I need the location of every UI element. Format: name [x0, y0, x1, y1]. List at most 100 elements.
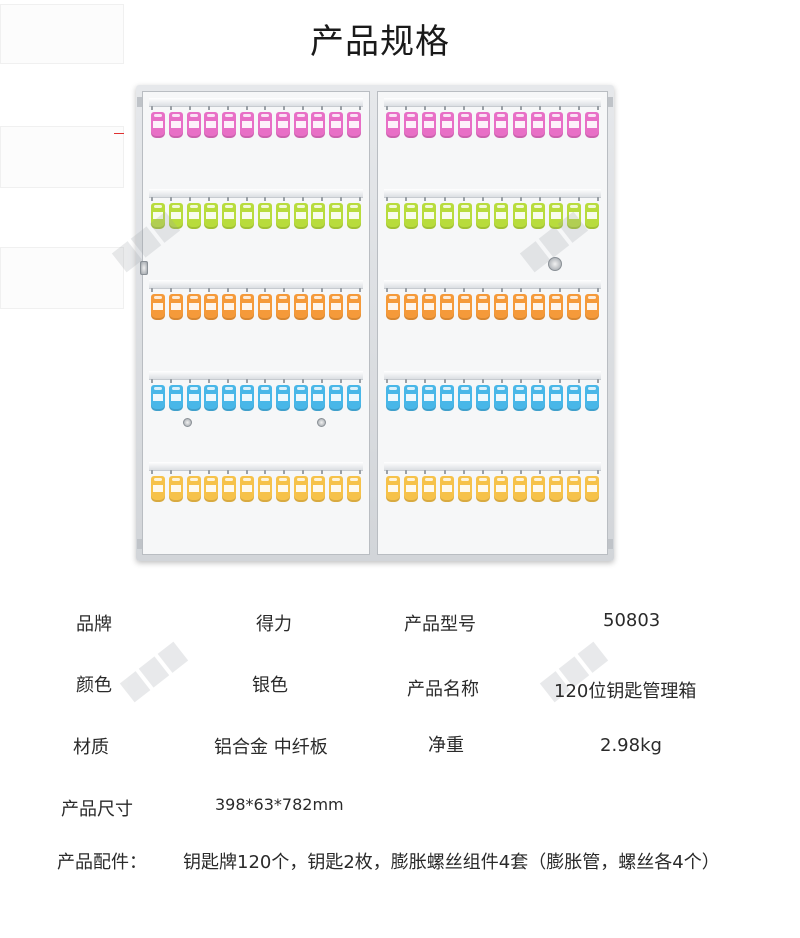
hook [321, 288, 324, 292]
hook [358, 106, 361, 110]
hook-row [386, 288, 599, 292]
hook [520, 470, 523, 474]
hook [340, 106, 343, 110]
hook [386, 106, 388, 110]
key-tag [566, 112, 581, 138]
hook [302, 106, 305, 110]
spec-accessory-value: 钥匙牌120个，钥匙2枚，膨胀螺丝组件4套（膨胀管，螺丝各4个） [183, 852, 720, 873]
key-tag [275, 385, 290, 411]
key-tag [293, 385, 308, 411]
key-tag [168, 112, 183, 138]
key-tag [512, 385, 527, 411]
hook [321, 470, 324, 474]
hook [321, 197, 324, 201]
hook [501, 106, 504, 110]
hook [169, 106, 172, 110]
key-tag [440, 112, 455, 138]
key-tag [458, 294, 473, 320]
hook [302, 379, 305, 383]
key-tag [168, 476, 183, 502]
page-title: 产品规格 [310, 22, 450, 62]
key-tag [311, 112, 326, 138]
spec-color-value: 银色 [252, 675, 288, 696]
key-tag [186, 385, 201, 411]
hook [481, 379, 484, 383]
key-tag [151, 112, 165, 138]
hook [520, 106, 523, 110]
hook-row [151, 288, 361, 292]
key-tag [494, 476, 509, 502]
key-tag [186, 294, 201, 320]
key-tag [329, 294, 344, 320]
hook [596, 379, 599, 383]
hook [169, 470, 172, 474]
spec-accessory: 产品配件：钥匙牌120个，钥匙2枚，膨胀螺丝组件4套（膨胀管，螺丝各4个） [57, 848, 720, 874]
key-tag [584, 476, 599, 502]
key-tag [494, 294, 509, 320]
hook [283, 197, 286, 201]
hook [462, 288, 465, 292]
hook [188, 106, 191, 110]
key-tag [476, 112, 491, 138]
key-tag [186, 476, 201, 502]
hook [207, 106, 210, 110]
hook [321, 379, 324, 383]
key-tag [204, 476, 219, 502]
key-tag [512, 294, 527, 320]
hook [386, 197, 388, 201]
left-edge-panel [0, 247, 124, 309]
key-tag [329, 203, 344, 229]
hook [501, 288, 504, 292]
key-tag [530, 385, 545, 411]
hinge [608, 539, 613, 549]
hook [340, 379, 343, 383]
hook [424, 106, 427, 110]
key-tag [494, 385, 509, 411]
key-tag [346, 385, 361, 411]
key-tag [422, 112, 437, 138]
hook [188, 379, 191, 383]
hook [283, 106, 286, 110]
hook [405, 470, 408, 474]
spec-weight-value: 2.98kg [600, 735, 662, 756]
hook-rail [384, 98, 601, 107]
key-tag [440, 294, 455, 320]
key-tag [404, 476, 419, 502]
hook-rail [149, 280, 363, 289]
key-tag [346, 476, 361, 502]
key-tag [584, 385, 599, 411]
key-tag [346, 112, 361, 138]
key-tag [494, 112, 509, 138]
hook [151, 288, 153, 292]
key-tag [566, 203, 581, 229]
key-tag [476, 294, 491, 320]
hook [151, 470, 153, 474]
hook [577, 470, 580, 474]
hook [558, 106, 561, 110]
hook [226, 106, 229, 110]
key-tag [204, 112, 219, 138]
hook [520, 379, 523, 383]
screw-icon [317, 418, 326, 427]
hook [596, 197, 599, 201]
key-tag [422, 385, 437, 411]
hook [151, 106, 153, 110]
key-tag [512, 476, 527, 502]
key-tag [257, 385, 272, 411]
key-tag [512, 203, 527, 229]
key-tag [386, 203, 400, 229]
spec-brand-label: 品牌 [76, 614, 112, 635]
hook [264, 288, 267, 292]
key-tag [222, 385, 237, 411]
hook [539, 379, 542, 383]
key-tag [530, 476, 545, 502]
hinge [137, 97, 142, 107]
key-tag [275, 112, 290, 138]
hook [321, 106, 324, 110]
hook [539, 470, 542, 474]
key-tag [311, 294, 326, 320]
key-tag [458, 112, 473, 138]
hook [264, 106, 267, 110]
spec-name-label: 产品名称 [407, 679, 479, 700]
hook-row [151, 197, 361, 201]
